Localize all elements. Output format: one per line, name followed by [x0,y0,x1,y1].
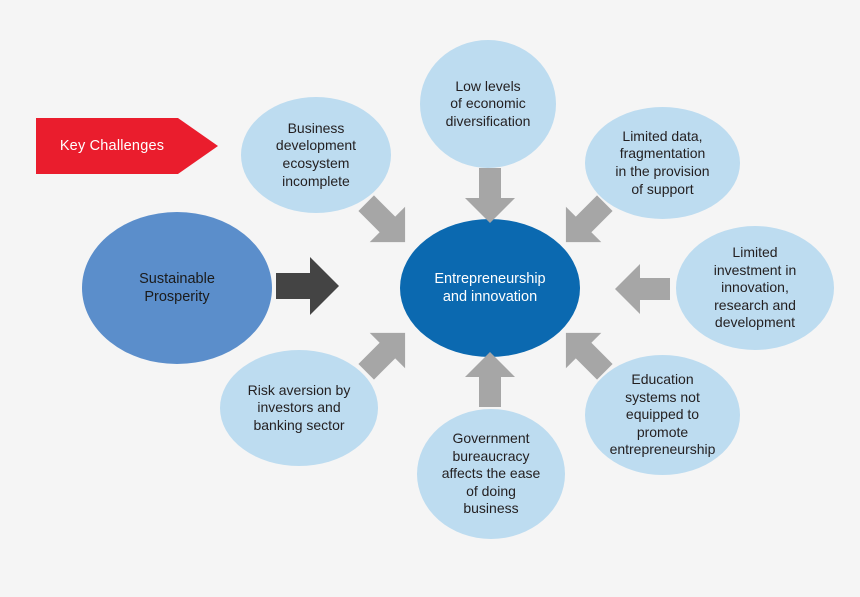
node-sustainable-prosperity-label: Sustainable Prosperity [139,270,215,305]
node-education-systems[interactable]: Education systems not equipped to promot… [585,355,740,475]
node-business-development[interactable]: Business development ecosystem incomplet… [241,97,391,213]
arrow-economic-diversification-to-center [463,168,517,224]
node-entrepreneurship-and-innovation-label: Entrepreneurship and innovation [434,270,546,305]
banner-label: Key Challenges [59,138,165,154]
node-sustainable-prosperity[interactable]: Sustainable Prosperity [82,212,272,364]
arrow-limited-data-to-center [546,184,624,262]
node-entrepreneurship-and-innovation[interactable]: Entrepreneurship and innovation [400,219,580,357]
arrow-business-development-to-center [347,184,425,262]
node-economic-diversification[interactable]: Low levels of economic diversification [420,40,556,168]
node-government-bureaucracy-label: Government bureaucracy affects the ease … [441,429,541,517]
node-economic-diversification-label: Low levels of economic diversification [445,77,531,129]
node-government-bureaucracy[interactable]: Government bureaucracy affects the ease … [417,409,565,539]
node-education-systems-label: Education systems not equipped to promot… [609,370,716,458]
node-risk-aversion[interactable]: Risk aversion by investors and banking s… [220,350,378,466]
node-limited-data-label: Limited data, fragmentation in the provi… [615,127,710,197]
key-challenges-banner: Key Challenges [36,118,218,174]
arrow-government-bureaucracy-to-center [463,351,517,407]
node-limited-investment-label: Limited investment in innovation, resear… [713,243,797,331]
banner-arrow-shape [36,118,218,174]
arrow-risk-aversion-to-center [347,313,425,391]
arrow-source-to-center [276,255,340,317]
arrow-education-systems-to-center [546,313,624,391]
node-business-development-label: Business development ecosystem incomplet… [275,119,357,189]
node-limited-data[interactable]: Limited data, fragmentation in the provi… [585,107,740,219]
arrow-limited-investment-to-center [614,262,670,316]
node-risk-aversion-label: Risk aversion by investors and banking s… [247,381,351,433]
node-limited-investment[interactable]: Limited investment in innovation, resear… [676,226,834,350]
